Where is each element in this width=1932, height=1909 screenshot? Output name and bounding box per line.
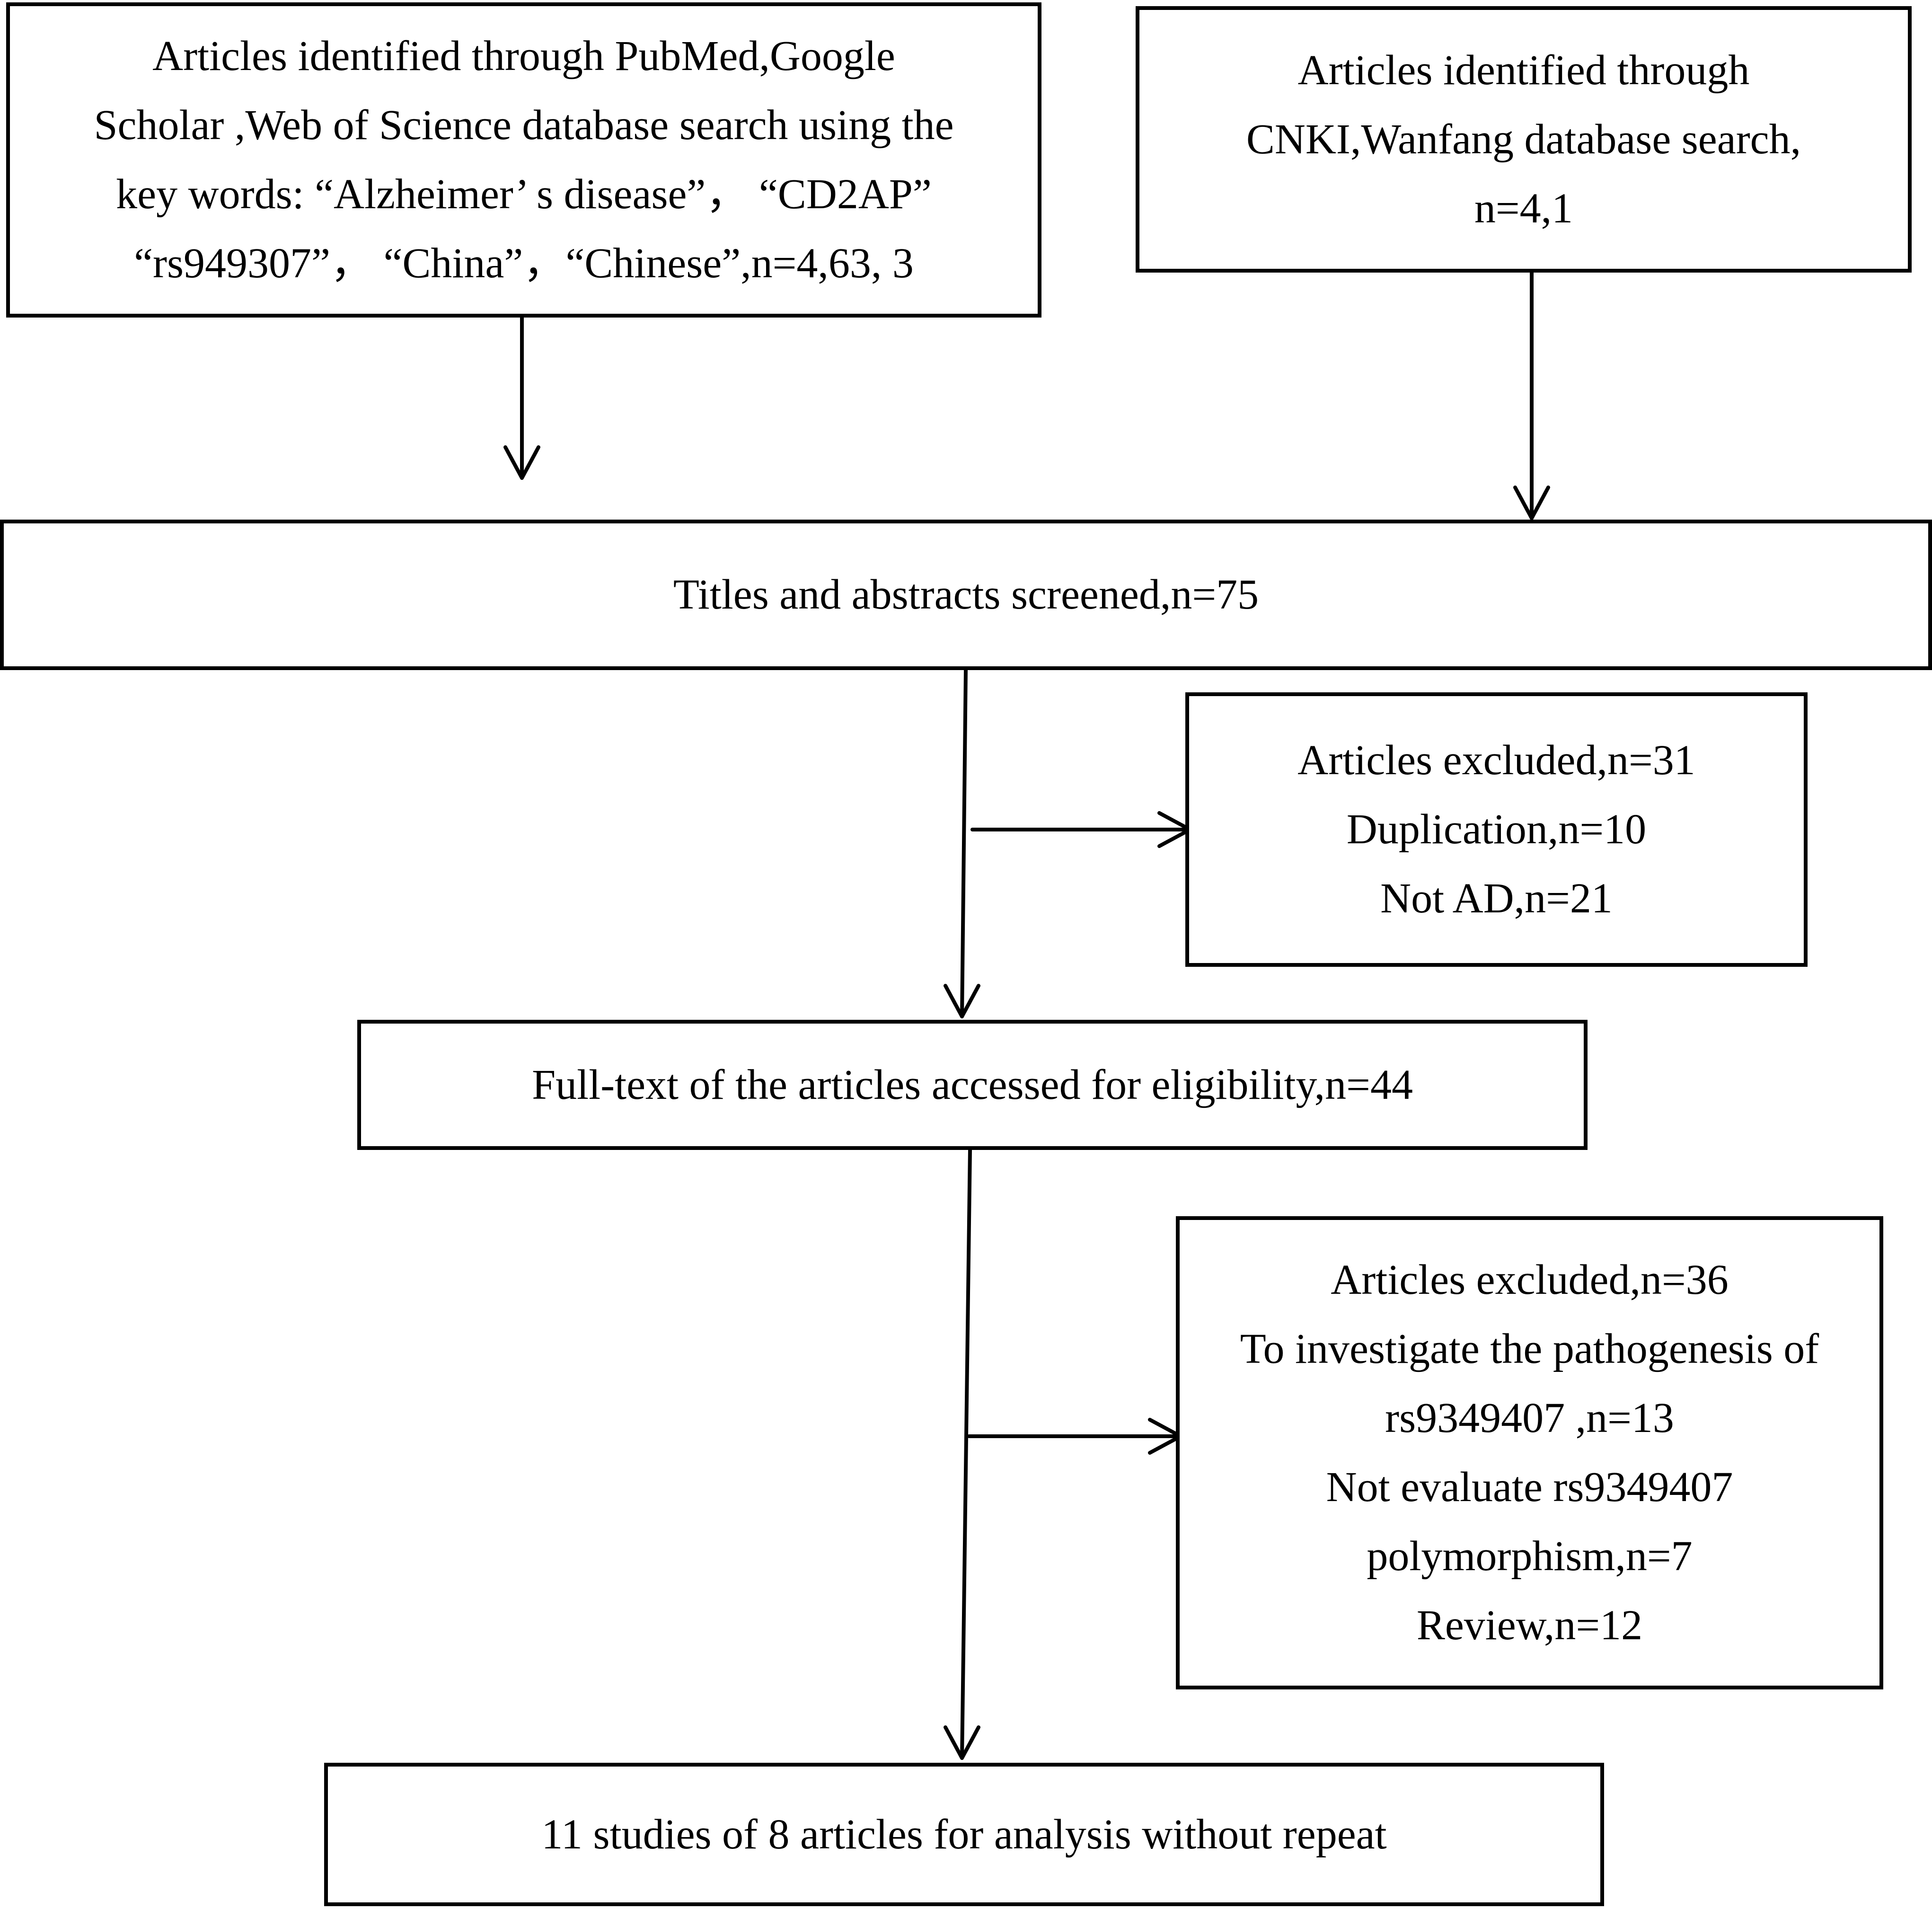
box-text-line: rs9349407 ,n=13 xyxy=(1385,1395,1674,1441)
box-text-line: n=4,1 xyxy=(1474,185,1573,232)
box-text-line: Articles excluded,n=36 xyxy=(1331,1256,1729,1303)
box-text-line: polymorphism,n=7 xyxy=(1367,1533,1693,1580)
box-text-line: 11 studies of 8 articles for analysis wi… xyxy=(541,1811,1387,1858)
box-text-line: key words: “Alzheimer’ s disease”， “CD2A… xyxy=(116,171,932,218)
box-text-line: Titles and abstracts screened,n=75 xyxy=(673,571,1259,618)
search-english-databases-box: Articles identified through PubMed,Googl… xyxy=(6,2,1041,318)
box-text-line: Review,n=12 xyxy=(1416,1602,1643,1649)
arrow-search-en-to-screened xyxy=(503,316,540,480)
box-text-line: “rs949307”， “China”，“Chinese”,n=4,63, 3 xyxy=(134,240,914,287)
arrow-screened-to-fulltext xyxy=(944,668,980,1018)
arrow-fulltext-to-final xyxy=(944,1148,980,1760)
arrow-screened-to-excluded-1 xyxy=(970,811,1192,848)
box-text-line: Articles identified through PubMed,Googl… xyxy=(152,33,895,80)
box-text-line: Scholar ,Web of Science database search … xyxy=(94,102,954,149)
box-text-line: Full-text of the articles accessed for e… xyxy=(532,1061,1413,1108)
arrow-fulltext-to-excluded-2 xyxy=(967,1418,1182,1455)
search-chinese-databases-box: Articles identified through CNKI,Wanfang… xyxy=(1136,6,1912,273)
articles-excluded-first-box: Articles excluded,n=31 Duplication,n=10 … xyxy=(1185,692,1808,967)
box-text-line: Duplication,n=10 xyxy=(1346,806,1647,853)
articles-excluded-second-box: Articles excluded,n=36 To investigate th… xyxy=(1176,1216,1883,1689)
fulltext-eligibility-box: Full-text of the articles accessed for e… xyxy=(357,1020,1588,1150)
box-text-line: Not AD,n=21 xyxy=(1380,875,1613,922)
titles-abstracts-screened-box: Titles and abstracts screened,n=75 xyxy=(0,520,1932,670)
box-text-line: Articles excluded,n=31 xyxy=(1297,737,1695,784)
final-studies-box: 11 studies of 8 articles for analysis wi… xyxy=(324,1763,1604,1906)
box-text-line: Not evaluate rs9349407 xyxy=(1326,1464,1733,1511)
arrow-search-cn-to-screened xyxy=(1513,271,1550,520)
box-text-line: To investigate the pathogenesis of xyxy=(1240,1326,1819,1372)
box-text-line: Articles identified through xyxy=(1297,46,1750,94)
box-text-line: CNKI,Wanfang database search, xyxy=(1246,115,1801,163)
